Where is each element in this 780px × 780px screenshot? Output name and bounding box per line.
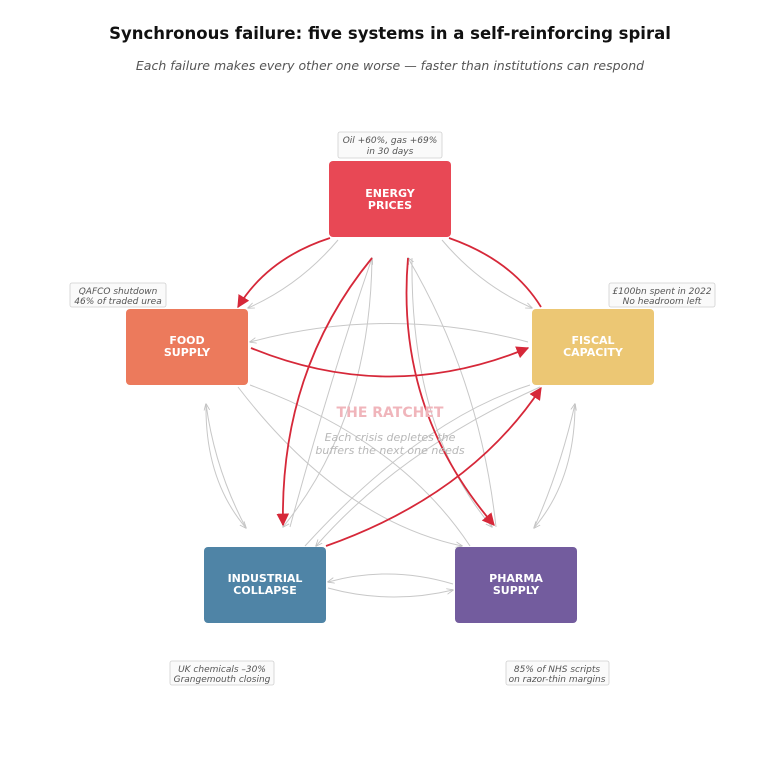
link-fiscal-pharma-b: [533, 404, 575, 529]
link-pharma-industrial: [328, 573, 454, 585]
link-food-fiscal-critical: [250, 346, 530, 378]
link-industrial-energy: [289, 258, 372, 528]
svg-text:INDUSTRIAL: INDUSTRIAL: [228, 572, 303, 585]
center-title: THE RATCHET: [337, 405, 444, 421]
secondary-links: [205, 239, 576, 598]
svg-text:FOOD: FOOD: [169, 334, 204, 347]
svg-text:85% of NHS scripts: 85% of NHS scripts: [514, 665, 601, 675]
node-pharma-supply: PHARMA SUPPLY: [455, 547, 577, 623]
link-energy-fiscal: [441, 239, 532, 308]
svg-text:No headroom left: No headroom left: [623, 297, 702, 307]
link-energy-fiscal-critical: [448, 237, 542, 308]
node-fiscal-capacity: FISCAL CAPACITY: [532, 309, 654, 385]
svg-text:SUPPLY: SUPPLY: [493, 584, 540, 597]
link-fiscal-pharma-a: [534, 403, 576, 528]
link-food-pharma: [237, 386, 462, 546]
link-food-industrial-a: [205, 403, 246, 528]
node-energy-prices: ENERGY PRICES: [329, 161, 451, 237]
link-energy-food-critical: [237, 237, 331, 309]
svg-text:UK chemicals –30%: UK chemicals –30%: [178, 665, 266, 675]
svg-text:SUPPLY: SUPPLY: [164, 346, 211, 359]
link-food-industrial-b: [206, 404, 247, 529]
page-title: Synchronous failure: five systems in a s…: [109, 24, 671, 43]
link-industrial-pharma: [327, 587, 453, 598]
svg-text:FISCAL: FISCAL: [571, 334, 614, 347]
critical-links: [237, 237, 542, 547]
svg-text:ENERGY: ENERGY: [365, 187, 415, 200]
svg-text:£100bn spent in 2022: £100bn spent in 2022: [612, 287, 711, 297]
link-energy-industrial-critical: [276, 257, 373, 527]
link-fiscal-industrial-b: [304, 384, 531, 547]
node-industrial-collapse: INDUSTRIAL COLLAPSE: [204, 547, 326, 623]
svg-text:in 30 days: in 30 days: [367, 147, 414, 157]
svg-text:PHARMA: PHARMA: [489, 572, 543, 585]
note-energy: Oil +60%, gas +69% in 30 days: [337, 131, 443, 159]
link-energy-food: [248, 239, 339, 308]
link-energy-pharma: [411, 257, 492, 527]
node-food-supply: FOOD SUPPLY: [126, 309, 248, 385]
svg-text:Oil +60%, gas +69%: Oil +60%, gas +69%: [343, 136, 438, 146]
svg-text:Grangemouth closing: Grangemouth closing: [174, 675, 271, 685]
link-energy-industrial: [283, 257, 373, 527]
note-food: QAFCO shutdown 46% of traded urea: [69, 282, 167, 308]
center-subtitle-line2: buffers the next one needs: [315, 444, 464, 457]
svg-text:QAFCO shutdown: QAFCO shutdown: [79, 287, 158, 297]
note-industrial: UK chemicals –30% Grangemouth closing: [169, 660, 275, 686]
svg-text:46% of traded urea: 46% of traded urea: [74, 297, 161, 307]
svg-text:PRICES: PRICES: [368, 199, 412, 212]
center-subtitle-line1: Each crisis depletes the: [325, 431, 456, 444]
link-food-pharma-b: [249, 384, 471, 547]
svg-text:CAPACITY: CAPACITY: [563, 346, 624, 359]
link-fiscal-food: [250, 323, 529, 343]
link-fiscal-industrial: [316, 386, 541, 546]
svg-text:on razor-thin margins: on razor-thin margins: [509, 675, 606, 685]
note-fiscal: £100bn spent in 2022 No headroom left: [608, 282, 716, 308]
note-pharma: 85% of NHS scripts on razor-thin margins: [505, 660, 610, 686]
page-subtitle: Each failure makes every other one worse…: [136, 58, 644, 73]
svg-text:COLLAPSE: COLLAPSE: [233, 584, 296, 597]
link-pharma-energy: [408, 258, 497, 528]
link-industrial-fiscal-critical: [325, 386, 542, 547]
link-energy-pharma-critical: [405, 257, 495, 526]
